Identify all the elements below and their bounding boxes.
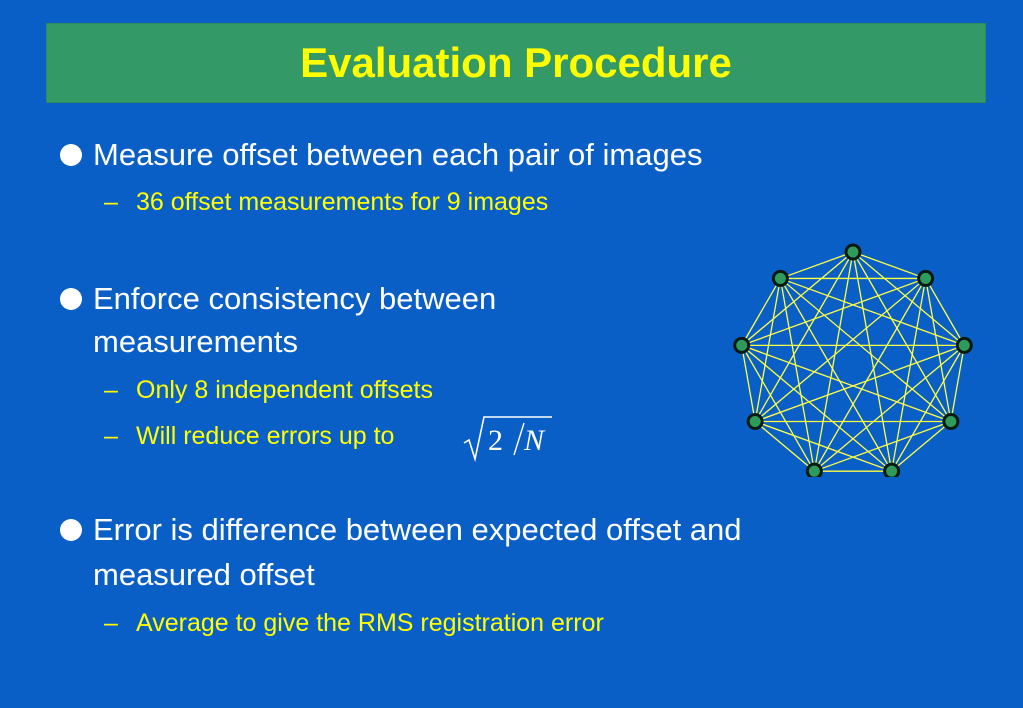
radical-sign <box>463 416 552 463</box>
graph-edge <box>891 278 927 472</box>
graph-edge <box>754 277 927 422</box>
bullet-dot-icon <box>60 288 82 310</box>
graph-edge <box>852 251 952 422</box>
graph-node <box>746 413 764 430</box>
dash-icon: – <box>104 609 118 637</box>
graph-node <box>955 336 973 354</box>
graph-edge <box>852 251 926 280</box>
title-bar: Evaluation Procedure <box>47 24 985 102</box>
graph-edge <box>754 251 854 422</box>
graph-node <box>917 269 935 287</box>
graph-edge <box>813 278 927 472</box>
graph-edge <box>852 251 893 472</box>
graph-edge <box>780 251 854 280</box>
graph-edge <box>741 344 952 423</box>
sub-bullet-2-1-text: Only 8 independent offsets <box>136 376 433 404</box>
graph-edge <box>741 277 926 346</box>
graph-edge <box>950 345 965 422</box>
sub-bullet-2-2-text: Will reduce errors up to <box>136 422 395 450</box>
bullet-3-text-line1: Error is difference between expected off… <box>93 512 742 547</box>
graph-edge <box>741 345 815 472</box>
graph-node <box>805 462 823 477</box>
graph-edge <box>891 345 965 472</box>
graph-edge <box>780 277 965 346</box>
graph-edge <box>925 278 965 346</box>
complete-graph-diagram <box>733 243 973 477</box>
graph-node <box>942 413 960 430</box>
graph-node <box>883 462 901 477</box>
slide-title: Evaluation Procedure <box>300 39 732 86</box>
graph-edge <box>813 251 854 472</box>
bullet-3-text-line2: measured offset <box>93 557 315 592</box>
sub-bullet-3-1-text: Average to give the RMS registration err… <box>136 609 604 637</box>
bullet-1-text: Measure offset between each pair of imag… <box>93 137 703 172</box>
graph-nodes <box>733 243 973 477</box>
graph-edge <box>891 421 952 472</box>
graph-edge <box>754 344 965 423</box>
dash-icon: – <box>104 376 118 404</box>
graph-edges <box>741 251 965 472</box>
graph-edge <box>741 344 893 472</box>
graph-edge <box>852 251 965 346</box>
formula-numerator: 2 <box>488 424 503 457</box>
graph-edge <box>754 278 782 422</box>
graph-node <box>771 269 789 287</box>
graph-edge <box>814 420 952 472</box>
bullet-dot-icon <box>60 144 82 166</box>
graph-edge <box>924 278 952 422</box>
formula-denominator: N <box>523 424 546 457</box>
sub-bullet-1-1-text: 36 offset measurements for 9 images <box>136 188 549 216</box>
graph-node <box>844 243 862 261</box>
graph-node <box>733 336 751 354</box>
graph-edge <box>754 420 892 472</box>
graph-edge <box>741 251 854 346</box>
graph-edge <box>779 277 952 422</box>
bullet-dot-icon <box>60 519 82 541</box>
formula-slash <box>513 422 525 456</box>
graph-edge <box>813 344 965 472</box>
dash-icon: – <box>104 188 118 216</box>
graph-edge <box>779 278 815 472</box>
graph-edge <box>741 278 781 346</box>
dash-icon: – <box>104 422 118 450</box>
bullet-2-text-line2: measurements <box>93 324 299 359</box>
graph-edge <box>741 345 756 422</box>
sqrt-formula: 2 N <box>463 416 552 463</box>
graph-edge <box>754 421 815 472</box>
bullet-2-text-line1: Enforce consistency between <box>93 281 497 316</box>
graph-edge <box>779 278 893 472</box>
